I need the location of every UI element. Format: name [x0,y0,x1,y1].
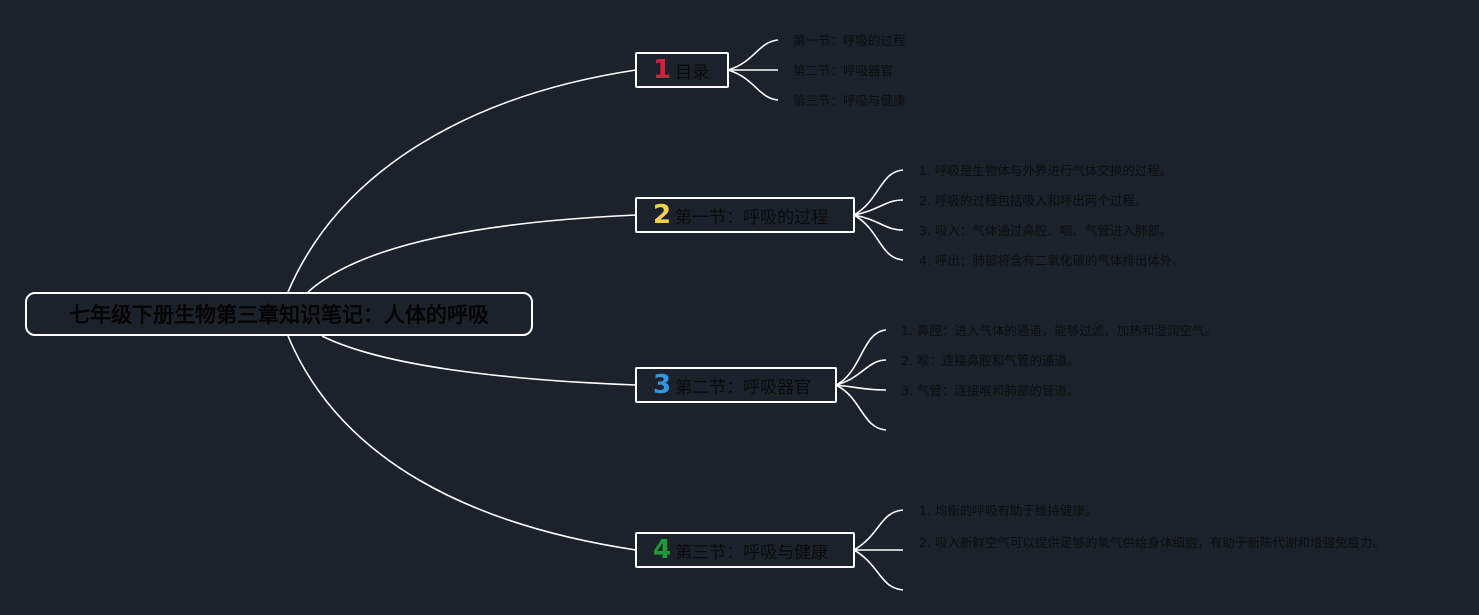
leaf-2-2[interactable]: 2. 呼吸的过程包括吸入和呼出两个过程。 [919,193,1148,208]
link-root-b2 [307,214,637,293]
link-b2-leaf4 [853,214,904,261]
branch-number-2: 2 [653,200,672,230]
leaf-2-3[interactable]: 3. 吸入：气体通过鼻腔、咽、气管进入肺部。 [919,223,1173,238]
branch-label-2: 第一节：呼吸的过程 [675,207,829,228]
leaf-4-2[interactable]: 2. 吸入新鲜空气可以提供足够的氧气供给身体细胞，有助于新陈代谢和增强免疫力。 [919,535,1385,550]
link-b3-leaf3 [835,384,887,391]
branch-label-3: 第二节：呼吸器官 [675,377,812,398]
root-topic[interactable]: 七年级下册生物第三章知识笔记：人体的呼吸 [25,292,533,336]
link-b2-leaf1 [853,169,904,216]
leaf-2-4[interactable]: 4. 呼出：肺部将含有二氧化碳的气体排出体外。 [919,253,1185,268]
root-topic-title: 七年级下册生物第三章知识笔记：人体的呼吸 [69,303,489,327]
branch-number-3: 3 [653,370,672,400]
branch-topic-1[interactable]: 1 目录 [635,52,729,88]
leaf-1-2[interactable]: 第二节：呼吸器官 [793,63,894,78]
branch-topic-4[interactable]: 4 第三节：呼吸与健康 [635,532,855,568]
link-b4-leaf1 [853,509,904,551]
link-b3-leaf1 [835,329,887,386]
link-b3-leaf2 [835,359,887,386]
link-root-b1 [287,69,637,293]
link-root-b3 [321,335,637,386]
branch-label-1: 目录 [675,62,710,83]
link-b1-leaf1 [727,39,779,71]
leaf-3-2[interactable]: 2. 喉：连接鼻腔和气管的通道。 [901,353,1080,368]
link-b1-leaf3 [727,69,779,101]
branch-topic-2[interactable]: 2 第一节：呼吸的过程 [635,197,855,233]
link-b3-leaf4 [835,384,887,431]
link-root-b4 [287,335,637,551]
leaf-3-3[interactable]: 3. 气管：连接喉和肺部的管道。 [901,383,1080,398]
branch-number-1: 1 [653,55,672,85]
branch-topic-3[interactable]: 3 第二节：呼吸器官 [635,367,837,403]
leaf-2-1[interactable]: 1. 呼吸是生物体与外界进行气体交换的过程。 [919,163,1173,178]
leaf-4-1[interactable]: 1. 均衡的呼吸有助于维持健康。 [919,503,1098,518]
leaf-1-3[interactable]: 第三节：呼吸与健康 [793,93,906,108]
link-b2-leaf2 [853,199,904,216]
branch-number-4: 4 [653,535,672,565]
link-b2-leaf3 [853,214,904,231]
leaf-1-1[interactable]: 第一节：呼吸的过程 [793,33,906,48]
link-b4-leaf3 [853,549,904,591]
branch-label-4: 第三节：呼吸与健康 [675,542,829,563]
leaf-3-1[interactable]: 1. 鼻腔：进入气体的通道，能够过滤、加热和湿润空气。 [901,323,1217,338]
